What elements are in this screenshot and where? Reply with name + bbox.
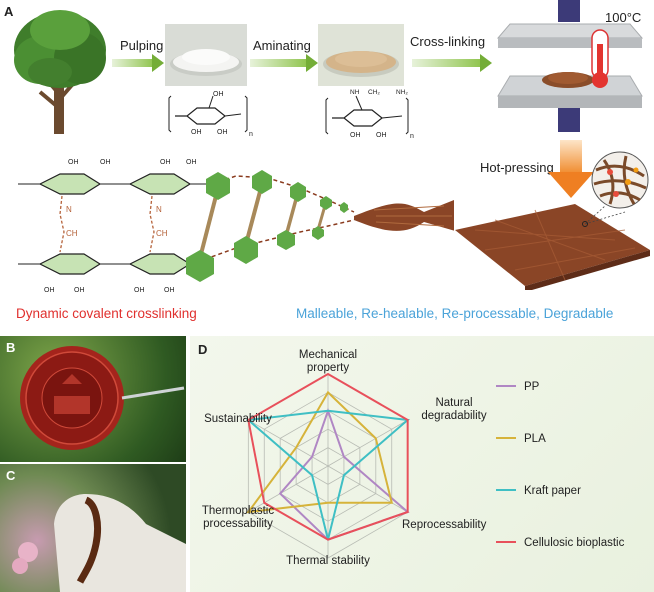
nh-label: NH xyxy=(350,89,360,96)
panel-label-c: C xyxy=(6,468,16,483)
tree-illustration xyxy=(14,10,106,134)
radar-series-pla xyxy=(246,390,394,514)
bioplastic-seal-disc xyxy=(20,346,185,450)
radar-axis-line xyxy=(248,465,329,513)
ch2-label: CH₂ xyxy=(368,89,380,96)
panel-label-d: D xyxy=(198,342,208,357)
legend-label: PP xyxy=(524,381,540,393)
oh-label: OH xyxy=(213,91,224,98)
oh-label: OH xyxy=(350,132,361,139)
bioplastic-sheet xyxy=(455,204,650,290)
arrow-aminating xyxy=(250,54,318,72)
radar-axis-label: degradability xyxy=(421,410,486,422)
radar-axis-label: Mechanical xyxy=(299,349,357,361)
n-atom-label: N xyxy=(156,205,162,214)
n-subscript: n xyxy=(410,133,414,140)
aminated-powder-image xyxy=(318,24,404,86)
ch-label: CH xyxy=(156,229,168,238)
oh-label: OH xyxy=(186,159,197,166)
arrow-pulping xyxy=(112,54,164,72)
step-label-aminating: Aminating xyxy=(253,38,311,53)
panel-label-b: B xyxy=(6,340,16,355)
radar-axis-label: processability xyxy=(203,518,273,530)
panel-b-photo xyxy=(0,336,186,462)
radar-axis-label: Thermoplastic xyxy=(202,505,274,517)
oh-label: OH xyxy=(191,129,202,136)
ch-label: CH xyxy=(66,229,78,238)
step-label-hot-pressing: Hot-pressing xyxy=(480,160,554,175)
oh-label: OH xyxy=(217,129,228,136)
crosslinking-caption: Dynamic covalent crosslinking xyxy=(16,306,197,321)
radar-axis-label: Reprocessability xyxy=(402,519,487,531)
radar-axis-label: Thermal stability xyxy=(286,555,370,567)
hot-press-illustration xyxy=(496,0,644,132)
flexible-bioplastic-strip xyxy=(12,494,186,592)
radar-chart: MechanicalpropertyNaturaldegradabilityRe… xyxy=(202,349,625,567)
legend-label: Kraft paper xyxy=(524,485,581,497)
pulp-dish-image xyxy=(165,24,247,86)
panel-c-photo xyxy=(0,464,186,592)
oh-label: OH xyxy=(74,287,85,294)
radar-axis-label: Natural xyxy=(435,397,472,409)
crosslink-schematic: N CH N CH OH OH OH OH OH OH OH OH xyxy=(18,159,454,294)
step-label-cross-linking: Cross-linking xyxy=(410,34,486,49)
cellulose-structure: OH OH OH n xyxy=(168,91,253,138)
arrow-hot-pressing xyxy=(548,140,594,198)
nh2-label: NH₂ xyxy=(396,89,408,96)
oh-label: OH xyxy=(164,287,175,294)
radar-series-cellulosic-bioplastic xyxy=(247,372,409,541)
radar-axis-line xyxy=(248,419,329,467)
oh-label: OH xyxy=(68,159,79,166)
fiber-zoom-inset xyxy=(591,151,649,209)
oh-label: OH xyxy=(134,287,145,294)
oh-label: OH xyxy=(376,132,387,139)
legend-label: PLA xyxy=(524,433,546,445)
oh-label: OH xyxy=(100,159,111,166)
n-subscript: n xyxy=(249,131,253,138)
temperature-label: 100°C xyxy=(605,10,642,25)
radar-axis-label: property xyxy=(307,362,349,374)
panel-label-a: A xyxy=(4,4,14,19)
properties-caption: Malleable, Re-healable, Re-processable, … xyxy=(296,306,614,321)
radar-axis-label: Sustainability xyxy=(204,413,272,425)
oh-label: OH xyxy=(160,159,171,166)
oh-label: OH xyxy=(44,287,55,294)
aminated-cellulose-structure: NH CH₂ NH₂ OH OH n xyxy=(325,89,414,140)
arrow-cross-linking xyxy=(412,54,492,72)
radar-axis-line xyxy=(327,419,408,467)
radar-axis-line xyxy=(327,465,408,513)
step-label-pulping: Pulping xyxy=(120,38,164,53)
legend-label: Cellulosic bioplastic xyxy=(524,537,625,549)
n-atom-label: N xyxy=(66,205,72,214)
